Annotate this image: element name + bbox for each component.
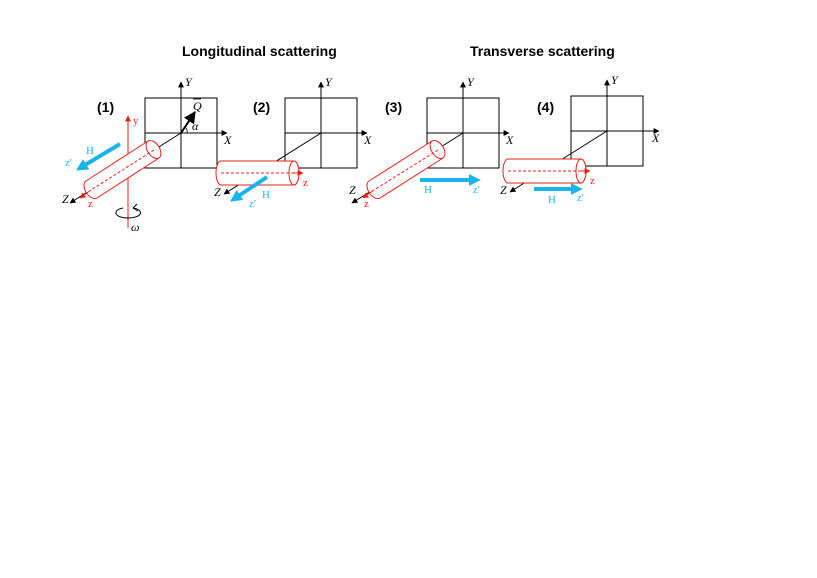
omega-label: ω (131, 220, 139, 234)
prime-z-label: z' (65, 157, 72, 169)
z-axis-label: Z (500, 183, 507, 197)
y-axis-label: Y (325, 75, 333, 89)
y-axis-label: Y (467, 75, 475, 89)
panel-4: (4) Y X Z z H z' (500, 73, 660, 206)
panel-number: (3) (385, 99, 402, 115)
panel-3: (3) Y X Z z H z' (349, 75, 514, 210)
y-axis-label: Y (611, 73, 619, 87)
header-transverse: Transverse scattering (470, 43, 615, 59)
y-axis-label: Y (185, 75, 193, 89)
field-label: H (548, 194, 556, 206)
prime-z-label: z' (577, 192, 584, 204)
panel-number: (1) (97, 99, 114, 115)
panel-number: (2) (253, 99, 270, 115)
sample-cylinder (502, 158, 587, 184)
x-axis-label: X (505, 133, 514, 147)
q-vector-label: Q (193, 99, 202, 113)
q-vector-arrow (180, 111, 196, 134)
sample-z-label: z (364, 198, 369, 210)
panel-number: (4) (537, 99, 554, 115)
rotation-arrow-head (132, 203, 139, 212)
sample-z-label: z (303, 177, 308, 189)
field-label: H (424, 184, 432, 196)
prime-z-label: z' (473, 184, 480, 196)
panel-1: (1) Y X Z Q α y z H z' (62, 75, 232, 234)
sample-z-label: z (88, 198, 93, 210)
field-label: H (86, 145, 94, 157)
panel-2: (2) Y X Z z H z' (214, 75, 372, 210)
sample-y-label: y (133, 115, 139, 127)
x-axis-label: X (651, 131, 660, 145)
rotation-arrow (115, 207, 141, 219)
x-axis-label: X (363, 133, 372, 147)
field-label: H (262, 189, 270, 201)
prime-z-label: z' (249, 198, 256, 210)
alpha-label: α (192, 119, 199, 133)
header-longitudinal: Longitudinal scattering (182, 43, 337, 59)
sample-cylinder (215, 160, 300, 186)
field-arrow (230, 175, 269, 202)
z-axis-label: Z (62, 192, 69, 206)
z-axis-label: Z (214, 185, 221, 199)
field-arrow (75, 142, 122, 171)
z-axis-label: Z (349, 183, 356, 197)
sample-z-label: z (590, 175, 595, 187)
sample-z-axis (362, 189, 375, 199)
alpha-arc (184, 126, 188, 134)
x-axis-label: X (223, 133, 232, 147)
sample-z-axis (79, 189, 92, 199)
